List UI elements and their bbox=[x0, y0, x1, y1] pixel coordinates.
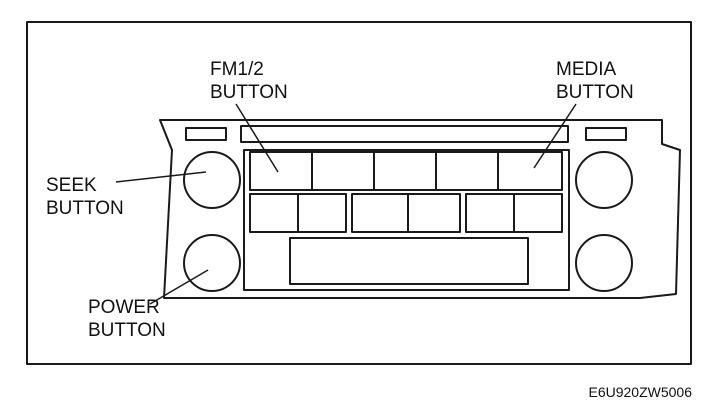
right-lower-knob[interactable] bbox=[575, 234, 633, 292]
fm-label-line2: BUTTON bbox=[210, 82, 288, 103]
preset-button-1[interactable] bbox=[249, 151, 313, 191]
figure-reference-code: E6U920ZW5006 bbox=[588, 384, 692, 400]
faceplate-outline bbox=[159, 119, 681, 299]
cassette-door bbox=[289, 237, 529, 285]
lower-button-3[interactable] bbox=[351, 193, 409, 233]
diagram-frame bbox=[26, 21, 692, 365]
preset-button-5[interactable] bbox=[497, 151, 563, 191]
fm-label-line1: FM1/2 bbox=[210, 59, 264, 80]
power-label-line1: POWER bbox=[88, 297, 160, 318]
seek-button-label: SEEK BUTTON bbox=[46, 174, 124, 220]
media-label-line2: BUTTON bbox=[556, 82, 634, 103]
seek-label-line2: BUTTON bbox=[46, 198, 124, 219]
lower-button-1[interactable] bbox=[249, 193, 299, 233]
right-slot bbox=[585, 127, 627, 141]
media-leader-line bbox=[533, 103, 577, 169]
right-upper-knob[interactable] bbox=[575, 151, 633, 209]
seek-leader-line bbox=[115, 171, 207, 183]
preset-button-4[interactable] bbox=[435, 151, 499, 191]
lower-button-2[interactable] bbox=[297, 193, 347, 233]
lower-button-4[interactable] bbox=[407, 193, 461, 233]
fm-button-label: FM1/2 BUTTON bbox=[210, 58, 288, 104]
top-button-row bbox=[249, 151, 563, 191]
media-button-label: MEDIA BUTTON bbox=[556, 58, 634, 104]
left-slot bbox=[185, 127, 227, 141]
power-knob[interactable] bbox=[183, 234, 241, 292]
seek-label-line1: SEEK bbox=[46, 175, 97, 196]
power-button-label: POWER BUTTON bbox=[88, 296, 166, 342]
lower-button-5[interactable] bbox=[465, 193, 515, 233]
seek-knob[interactable] bbox=[183, 151, 241, 209]
fm-leader-line bbox=[235, 103, 279, 173]
media-label-line1: MEDIA bbox=[556, 59, 617, 80]
power-label-line2: BUTTON bbox=[88, 320, 166, 341]
cd-slot bbox=[240, 125, 569, 143]
lower-button-6[interactable] bbox=[513, 193, 563, 233]
faceplate-top-edge bbox=[159, 119, 173, 151]
preset-button-2[interactable] bbox=[311, 151, 375, 191]
preset-button-3[interactable] bbox=[373, 151, 437, 191]
center-panel bbox=[243, 149, 570, 291]
middle-button-row bbox=[249, 193, 563, 233]
power-leader-line bbox=[149, 269, 209, 305]
